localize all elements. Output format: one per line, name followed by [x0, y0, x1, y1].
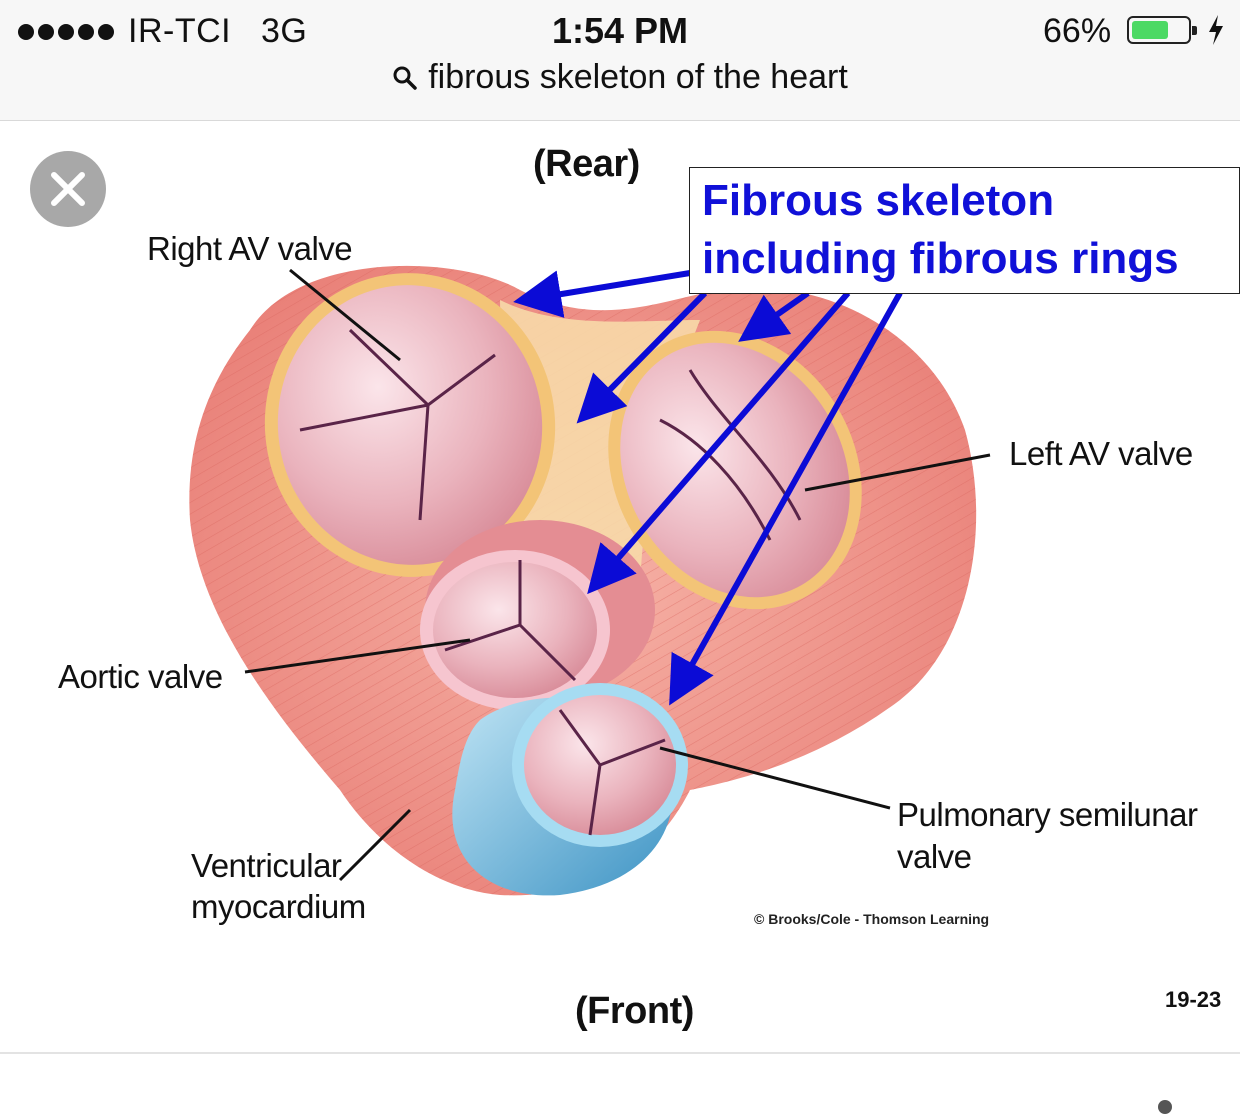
heart-valve-illustration	[189, 265, 991, 896]
search-bar[interactable]: fibrous skeleton of the heart	[0, 58, 1240, 97]
pulmonary-valve-shape	[452, 683, 688, 896]
page-indicator-dot[interactable]	[1158, 1100, 1172, 1114]
fibrous-skeleton-callout: Fibrous skeleton including fibrous rings	[689, 167, 1240, 294]
network-type: 3G	[260, 12, 308, 50]
pulmonary-label-line-1: Pulmonary semilunar	[897, 796, 1198, 833]
divider	[0, 1052, 1240, 1054]
leader-lines	[244, 268, 991, 882]
right-av-valve-shape	[264, 273, 556, 577]
front-label: (Front)	[575, 990, 694, 1032]
aortic-valve-shape	[420, 520, 655, 710]
carrier-info: IR-TCI 3G	[128, 12, 307, 51]
status-bar: IR-TCI 3G 1:54 PM 66% fibrous skeleton o…	[0, 0, 1240, 121]
callout-line-1: Fibrous skeleton	[702, 176, 1055, 225]
ventricular-label-line-1: Ventricular	[191, 847, 342, 884]
right-av-valve-label: Right AV valve	[147, 230, 353, 267]
status-time: 1:54 PM	[551, 10, 689, 51]
left-av-valve-label: Left AV valve	[1009, 435, 1193, 472]
search-query: fibrous skeleton of the heart	[428, 58, 848, 96]
battery-percent: 66%	[1043, 12, 1112, 50]
copyright-notice: © Brooks/Cole - Thomson Learning	[754, 911, 990, 927]
battery-fill	[1132, 21, 1168, 39]
callout-line-2: including fibrous rings	[702, 234, 1179, 283]
rear-label: (Rear)	[533, 143, 640, 185]
magnifier-icon	[393, 66, 417, 90]
ventricular-label-line-2: myocardium	[191, 888, 366, 925]
figure-number: 19-23	[1165, 987, 1222, 1012]
callout-arrows	[513, 270, 903, 706]
carrier-name: IR-TCI	[128, 12, 232, 50]
charging-bolt-icon	[1209, 15, 1223, 45]
pulmonary-label-line-2: valve	[897, 838, 972, 875]
battery-icon	[1127, 16, 1197, 44]
signal-strength-icon	[18, 24, 114, 40]
close-button[interactable]	[30, 151, 106, 227]
close-icon	[51, 172, 85, 206]
aortic-valve-label: Aortic valve	[58, 658, 223, 695]
left-av-valve-shape	[608, 330, 862, 610]
